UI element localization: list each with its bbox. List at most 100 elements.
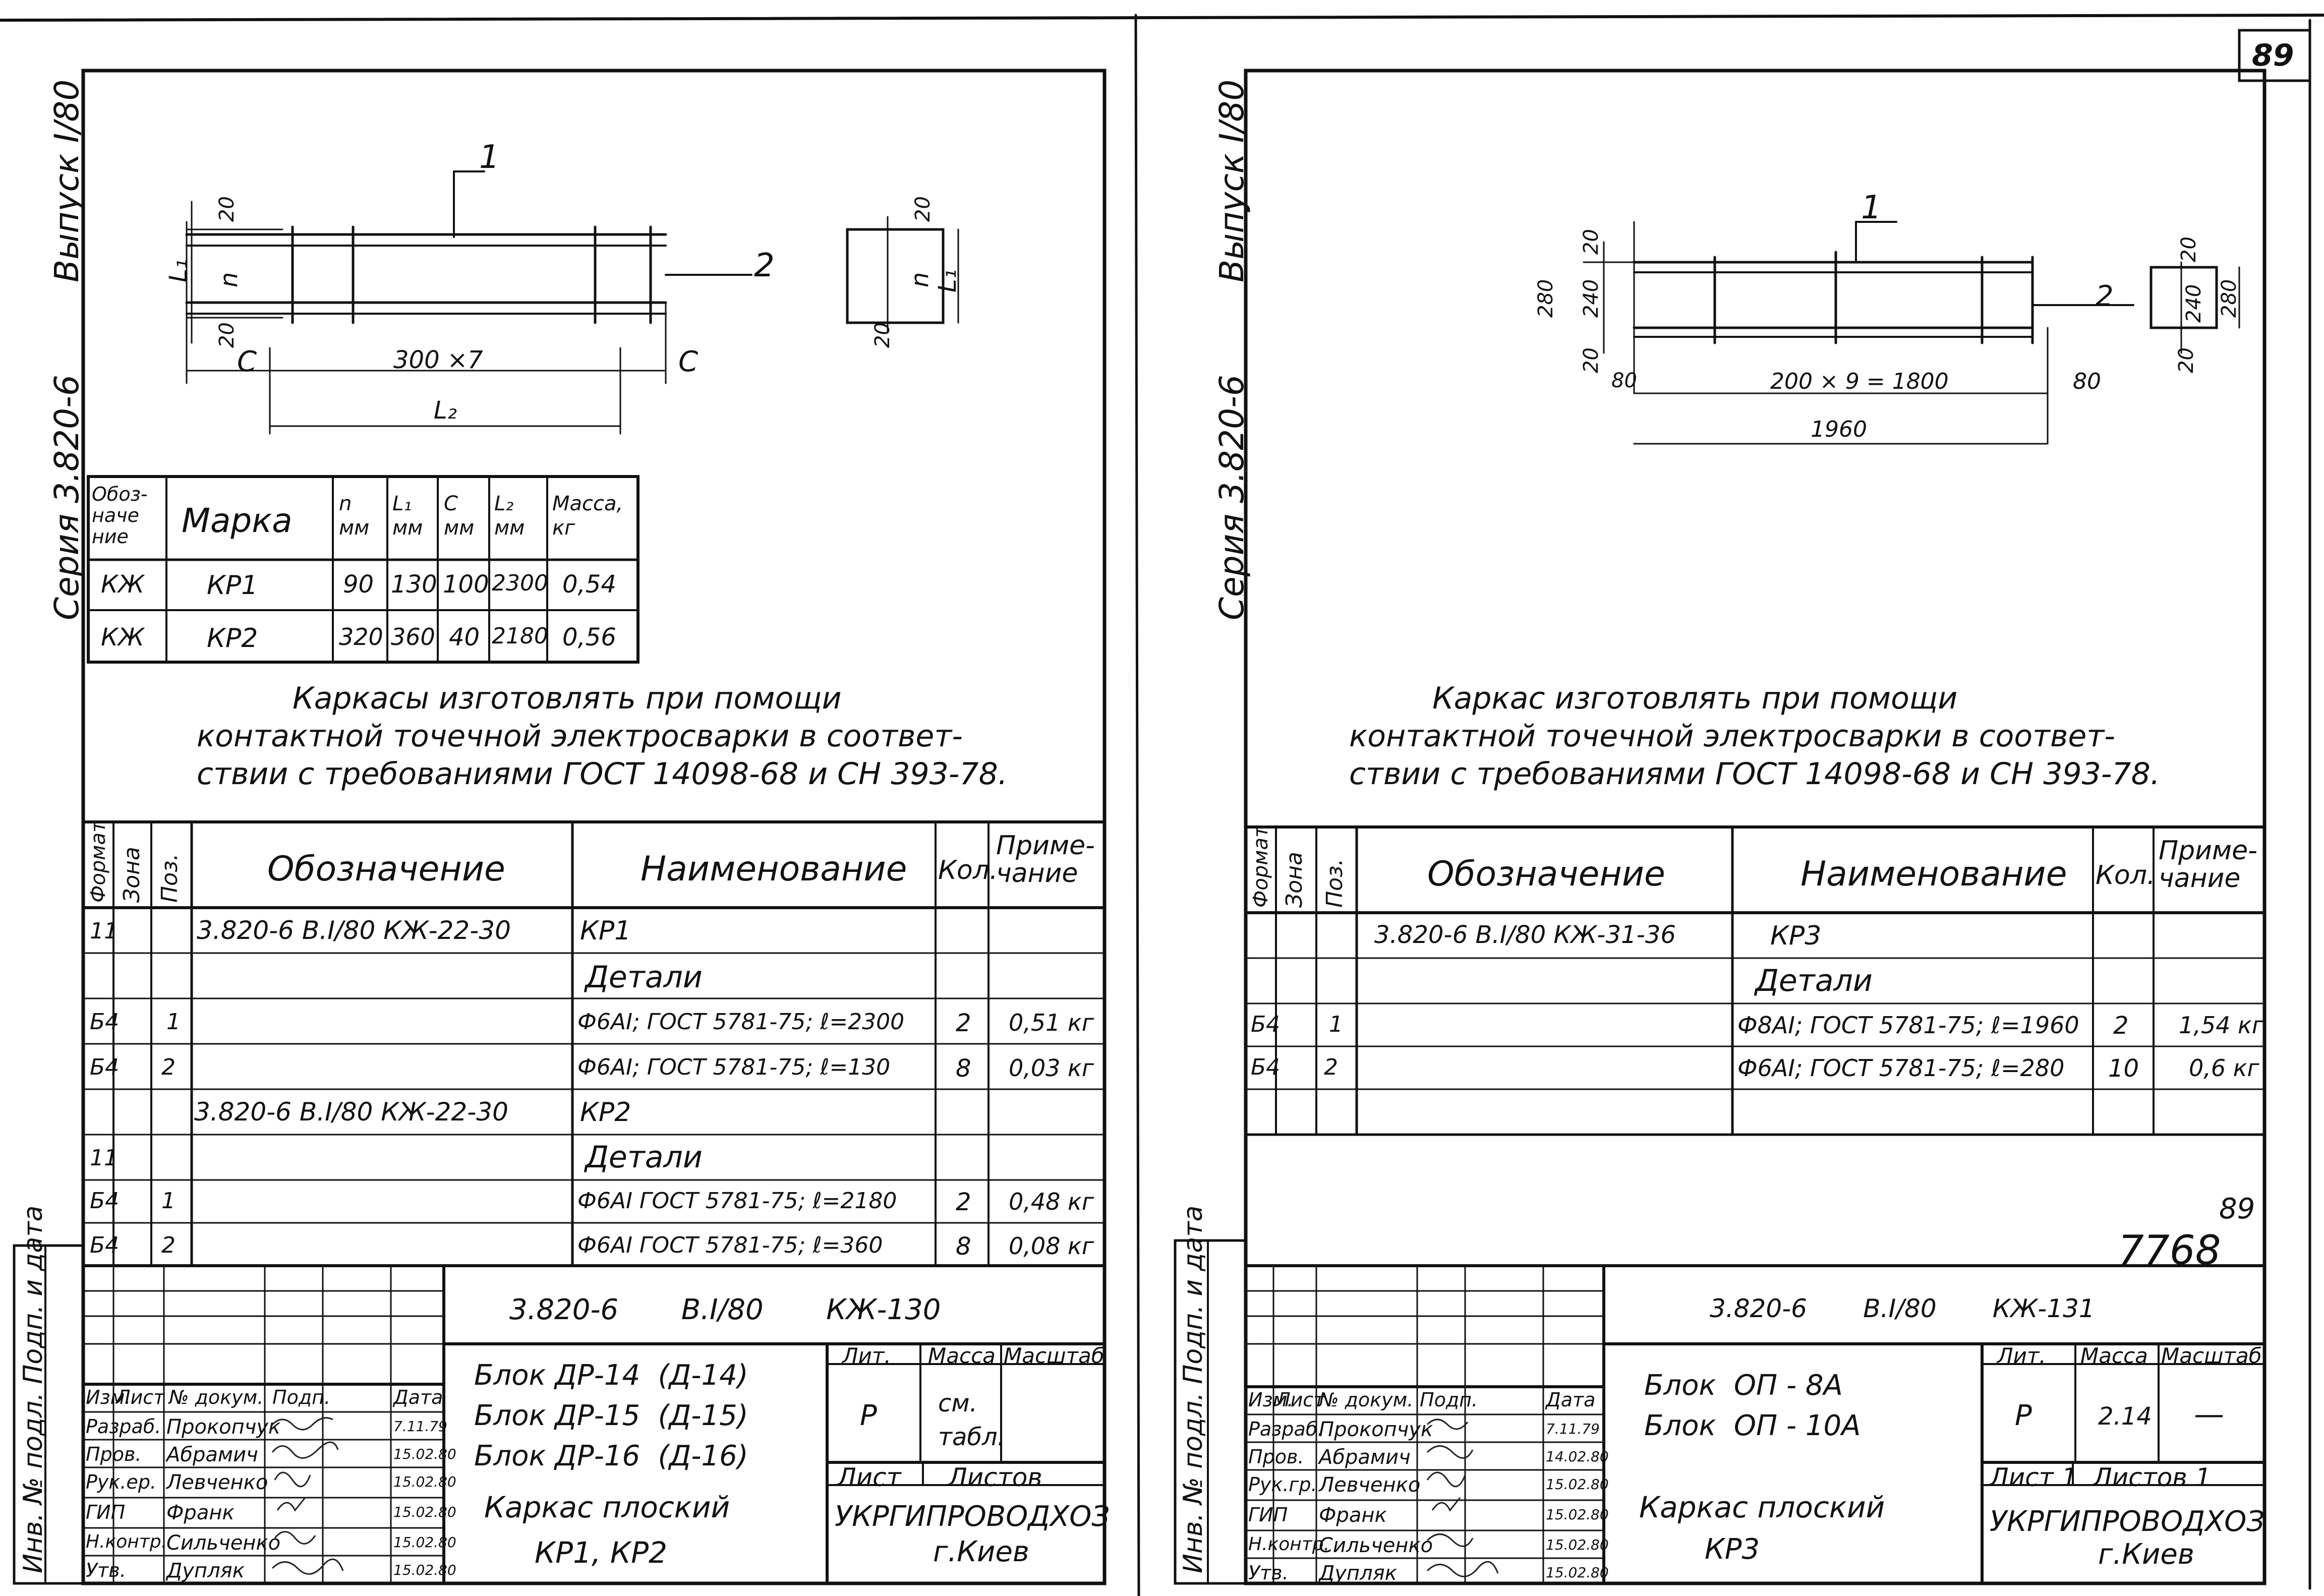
marks-r2-n: 320 xyxy=(339,623,383,651)
left-spec-r8-format: Б4 xyxy=(90,1232,120,1258)
marks-header-n: n мм xyxy=(339,492,370,540)
right-stamp-name-2: Абрамич xyxy=(1319,1446,1411,1469)
right-stamp-role-2: Пров. xyxy=(1248,1446,1304,1468)
right-sec-280: 280 xyxy=(2218,279,2241,318)
left-spec-r6-format: 11 xyxy=(90,1145,118,1171)
marks-r1-marka: КР1 xyxy=(207,570,258,601)
left-spec-r1-format: 11 xyxy=(90,918,118,944)
marks-r2-obozn: КЖ xyxy=(101,623,144,652)
left-dim-pitch: 300 ×7 xyxy=(393,346,483,374)
left-stamp-name-3: Левченко xyxy=(166,1471,268,1494)
left-note-line-1: Каркасы изготовлять при помощи xyxy=(293,681,842,716)
right-dim-1960: 1960 xyxy=(1811,417,1867,442)
left-stamp-role-6: Утв. xyxy=(86,1559,126,1581)
right-stamp-role-3: Рук.гр. xyxy=(1248,1473,1317,1496)
left-stamp-date-1: 7.11.79 xyxy=(393,1418,447,1435)
right-spec-hdr-zone: Зона xyxy=(1282,852,1307,908)
marks-header-L1: L₁ мм xyxy=(392,492,423,540)
right-stamp-org: УКРГИПРОВОДХОЗ xyxy=(1990,1505,2265,1538)
left-spec-r7-note: 0,48 кг xyxy=(1009,1188,1094,1215)
left-stamp-role-1: Разраб. xyxy=(86,1415,161,1438)
marks-r1-obozn: КЖ xyxy=(101,570,144,599)
right-stamp-date-3: 15.02.80 xyxy=(1546,1476,1609,1493)
left-stamp-date-5: 15.02.80 xyxy=(393,1534,456,1551)
right-spec-hdr-pos: Поз. xyxy=(1322,858,1348,908)
left-spec-r7-format: Б4 xyxy=(90,1188,120,1214)
right-note-line-2: контактной точечной электросварки в соот… xyxy=(1349,719,2115,754)
left-spec-r3-qty: 2 xyxy=(956,1009,971,1037)
right-spec-r4-name: Ф6АI; ГОСТ 5781-75; ℓ=280 xyxy=(1737,1054,2065,1082)
left-stamp-name-2: Абрамич xyxy=(166,1443,258,1466)
right-spec-r3-format: Б4 xyxy=(1251,1012,1281,1037)
right-spec-r4-note: 0,6 кг xyxy=(2189,1054,2259,1082)
left-stamp-hdr-list: Лист xyxy=(116,1386,165,1408)
left-stamp-date-3: 15.02.80 xyxy=(393,1473,456,1490)
left-stamp-hdr-date: Дата xyxy=(393,1386,443,1408)
left-spec-r7-pos: 1 xyxy=(161,1188,176,1214)
right-stamp-role-5: Н.контр. xyxy=(1248,1534,1330,1555)
page-number: 89 xyxy=(2252,38,2294,73)
right-stamp-date-1: 7.11.79 xyxy=(1546,1421,1600,1437)
left-spec-r8-qty: 8 xyxy=(956,1232,971,1261)
right-note-line-3: ствии с требованиями ГОСТ 14098-68 и СН … xyxy=(1349,756,2160,792)
right-stamp-city: г.Киев xyxy=(2098,1538,2194,1571)
right-stamp-name-5: Сильченко xyxy=(1319,1534,1433,1557)
marks-r2-marka: КР2 xyxy=(207,623,258,654)
right-spec-r4-format: Б4 xyxy=(1251,1054,1281,1080)
left-spec-hdr-note: Приме-чание xyxy=(996,831,1095,889)
left-note-line-2: контактной точечной электросварки в соот… xyxy=(197,719,963,754)
right-stamp-date-2: 14.02.80 xyxy=(1546,1448,1609,1465)
right-sec-20b: 20 xyxy=(2175,347,2198,373)
left-spec-r7-name: Ф6АI ГОСТ 5781-75; ℓ=2180 xyxy=(577,1188,897,1214)
marks-r1-n: 90 xyxy=(343,570,374,599)
right-stamp-role-1: Разраб. xyxy=(1248,1418,1324,1440)
left-spec-r2-name: Детали xyxy=(585,960,703,995)
left-spec-r4-name: Ф6АI; ГОСТ 5781-75; ℓ=130 xyxy=(577,1054,891,1080)
marks-r2-mass: 0,56 xyxy=(562,623,616,652)
right-side-strip-label: Инв. № подл. Подп. и дата xyxy=(1178,1205,1208,1574)
left-stamp-hdr-doc: № докум. xyxy=(169,1386,264,1408)
left-spec-r5-obozn: 3.820-6 В.I/80 КЖ-22-30 xyxy=(194,1097,508,1127)
left-stamp-block-2: Блок ДР-15 (Д-15) xyxy=(474,1399,748,1432)
right-stamp-mass: 2.14 xyxy=(2098,1402,2152,1431)
right-stamp-sheet-label: Лист 1 xyxy=(1990,1463,2078,1492)
left-stamp-scale-label: Масштаб xyxy=(1004,1343,1105,1368)
marks-r2-L1: 360 xyxy=(391,623,435,651)
left-stamp-date-6: 15.02.80 xyxy=(393,1562,456,1578)
right-stamp-name-1: Прокопчук xyxy=(1319,1418,1433,1441)
right-stamp-scale: — xyxy=(2194,1397,2224,1432)
left-stamp-title-2: КР1, КР2 xyxy=(535,1535,667,1570)
right-dim-80-right: 80 xyxy=(2073,369,2101,394)
left-stamp-mass-label: Масса xyxy=(928,1343,996,1368)
left-spec-r3-format: Б4 xyxy=(90,1009,120,1035)
right-dim-80-left: 80 xyxy=(1611,369,1637,392)
right-stamp-hdr-list: Лист xyxy=(1276,1389,1325,1411)
left-spec-r1-obozn: 3.820-6 В.I/80 КЖ-22-30 xyxy=(197,916,511,945)
right-spec-r3-name: Ф8АI; ГОСТ 5781-75; ℓ=1960 xyxy=(1737,1012,2079,1039)
right-stamp-name-3: Левченко xyxy=(1319,1473,1421,1497)
right-stamp-scale-label: Масштаб xyxy=(2161,1343,2262,1368)
right-spec-r1-name: КР3 xyxy=(1770,921,1822,951)
left-stamp-role-2: Пров. xyxy=(86,1443,142,1465)
right-stamp-date-4: 15.02.80 xyxy=(1546,1506,1609,1523)
right-spec-hdr-obozn: Обозначение xyxy=(1427,854,1665,894)
right-sec-20a: 20 xyxy=(2177,237,2200,262)
left-spec-r6-name: Детали xyxy=(585,1140,703,1175)
marks-header-obozn: Обоз-наче ние xyxy=(92,483,148,548)
marks-r2-L2: 2180 xyxy=(492,623,548,649)
right-stamp-lit-label: Лит. xyxy=(1997,1343,2046,1368)
marks-header-marka: Марка xyxy=(182,501,293,540)
left-spec-r8-note: 0,08 кг xyxy=(1009,1232,1094,1260)
right-spec-hdr-name: Наименование xyxy=(1800,854,2067,894)
right-stamp-name-6: Дупляк xyxy=(1319,1562,1397,1585)
left-spec-r5-name: КР2 xyxy=(580,1097,631,1128)
marks-r1-L2: 2300 xyxy=(492,570,548,596)
right-series-label: Серия 3.820-6 xyxy=(1212,375,1251,620)
right-spec-r3-pos: 1 xyxy=(1329,1012,1343,1037)
right-stamp-date-6: 15.02.80 xyxy=(1546,1564,1609,1581)
right-stamp-role-6: Утв. xyxy=(1248,1562,1289,1584)
right-spec-hdr-format: Формат xyxy=(1249,825,1272,908)
left-stamp-code: 3.820-6 В.I/80 КЖ-130 xyxy=(509,1293,941,1326)
